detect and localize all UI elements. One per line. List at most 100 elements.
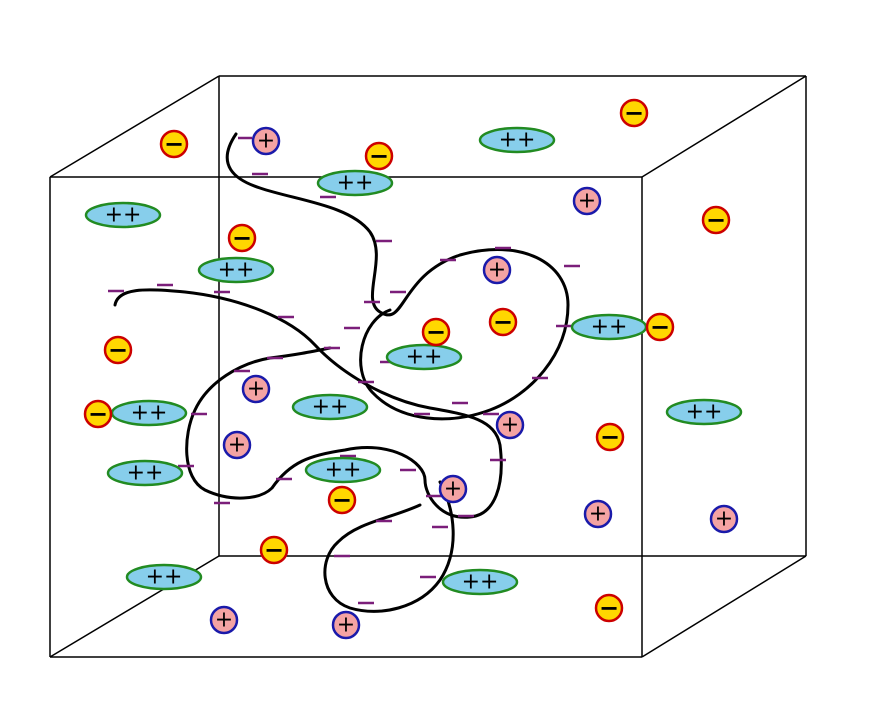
anion-body (595, 422, 625, 452)
anion-label: − (650, 313, 670, 341)
divalent-ion-label: ++ (105, 203, 142, 228)
cation-body (572, 186, 602, 216)
cation-label: + (257, 129, 275, 154)
divalent-ion: ++ (106, 459, 184, 487)
divalent-ion-body (385, 343, 463, 371)
anion: − (103, 335, 133, 365)
divalent-ion-label: ++ (337, 171, 374, 196)
divalent-ion-body (125, 563, 203, 591)
box-edge (641, 555, 807, 658)
anion-body (103, 335, 133, 365)
anion-label: − (369, 142, 389, 170)
cation-label: + (215, 608, 233, 633)
cation-body (222, 430, 252, 460)
cation: + (241, 374, 271, 404)
cation: + (331, 610, 361, 640)
box-edge (641, 75, 807, 178)
anion: − (421, 317, 451, 347)
anion-body (421, 317, 451, 347)
anion-body (259, 535, 289, 565)
cation-label: + (589, 502, 607, 527)
cation: + (572, 186, 602, 216)
anion: − (701, 205, 731, 235)
cation-body (495, 410, 525, 440)
polymer-chain-b (113, 288, 503, 519)
cation-label: + (337, 613, 355, 638)
divalent-ion-body (197, 256, 275, 284)
cation: + (222, 430, 252, 460)
cation-label: + (228, 433, 246, 458)
cation-body (709, 504, 739, 534)
anion: − (488, 307, 518, 337)
anion-label: − (332, 486, 352, 514)
anion: − (327, 485, 357, 515)
anion-label: − (599, 594, 619, 622)
divalent-ion-label: ++ (218, 258, 255, 283)
divalent-ion: ++ (570, 313, 648, 341)
divalent-ion-label: ++ (686, 400, 723, 425)
divalent-ion: ++ (316, 169, 394, 197)
divalent-ion-body (84, 201, 162, 229)
divalent-ion-body (441, 568, 519, 596)
anion: − (595, 422, 625, 452)
anion-label: − (232, 224, 252, 252)
cations: + + + + + + + + (209, 126, 739, 640)
cation-label: + (578, 189, 596, 214)
cation-label: + (488, 258, 506, 283)
anion-label: − (264, 536, 284, 564)
divalent-ion: ++ (385, 343, 463, 371)
cation-body (331, 610, 361, 640)
cation-body (482, 255, 512, 285)
anion-body (227, 223, 257, 253)
cation-body (438, 474, 468, 504)
cation: + (251, 126, 281, 156)
cation: + (709, 504, 739, 534)
anion: − (83, 399, 113, 429)
anion: − (159, 129, 189, 159)
divalent-ion-label: ++ (131, 401, 168, 426)
anion-body (488, 307, 518, 337)
divalent-ion: ++ (478, 126, 556, 154)
cation-body (583, 499, 613, 529)
anion-body (83, 399, 113, 429)
anion: − (364, 141, 394, 171)
anion: − (594, 593, 624, 623)
divalent-ion-body (665, 398, 743, 426)
divalent-ion-label: ++ (591, 315, 628, 340)
anion-label: − (426, 318, 446, 346)
anion-body (619, 98, 649, 128)
cation-body (251, 126, 281, 156)
divalent-ion: ++ (304, 456, 382, 484)
anion-body (645, 312, 675, 342)
divalent-ion-label: ++ (325, 458, 362, 483)
polymer-chains (113, 132, 570, 613)
cation-body (241, 374, 271, 404)
divalent-ion-label: ++ (406, 345, 443, 370)
cation-label: + (444, 477, 462, 502)
anion-label: − (164, 130, 184, 158)
simulation-box (49, 75, 807, 658)
box-edge (49, 75, 220, 178)
cation-label: + (501, 413, 519, 438)
divalent-ion-body (304, 456, 382, 484)
anion: − (619, 98, 649, 128)
anion-body (594, 593, 624, 623)
cation: + (482, 255, 512, 285)
divalent-ion: ++ (665, 398, 743, 426)
anion: − (227, 223, 257, 253)
anion-label: − (108, 336, 128, 364)
divalent-ion: ++ (291, 393, 369, 421)
divalent-ion-label: ++ (499, 128, 536, 153)
divalent-ion: ++ (84, 201, 162, 229)
anion-body (364, 141, 394, 171)
divalent-ion: ++ (197, 256, 275, 284)
cation-label: + (247, 377, 265, 402)
cation-label: + (715, 507, 733, 532)
anion: − (259, 535, 289, 565)
divalent-ion-body (316, 169, 394, 197)
divalent-ions: ++ ++ ++ ++ ++ ++ ++ ++ (84, 126, 743, 596)
divalent-ion-label: ++ (127, 461, 164, 486)
anion-label: − (493, 308, 513, 336)
cation: + (438, 474, 468, 504)
